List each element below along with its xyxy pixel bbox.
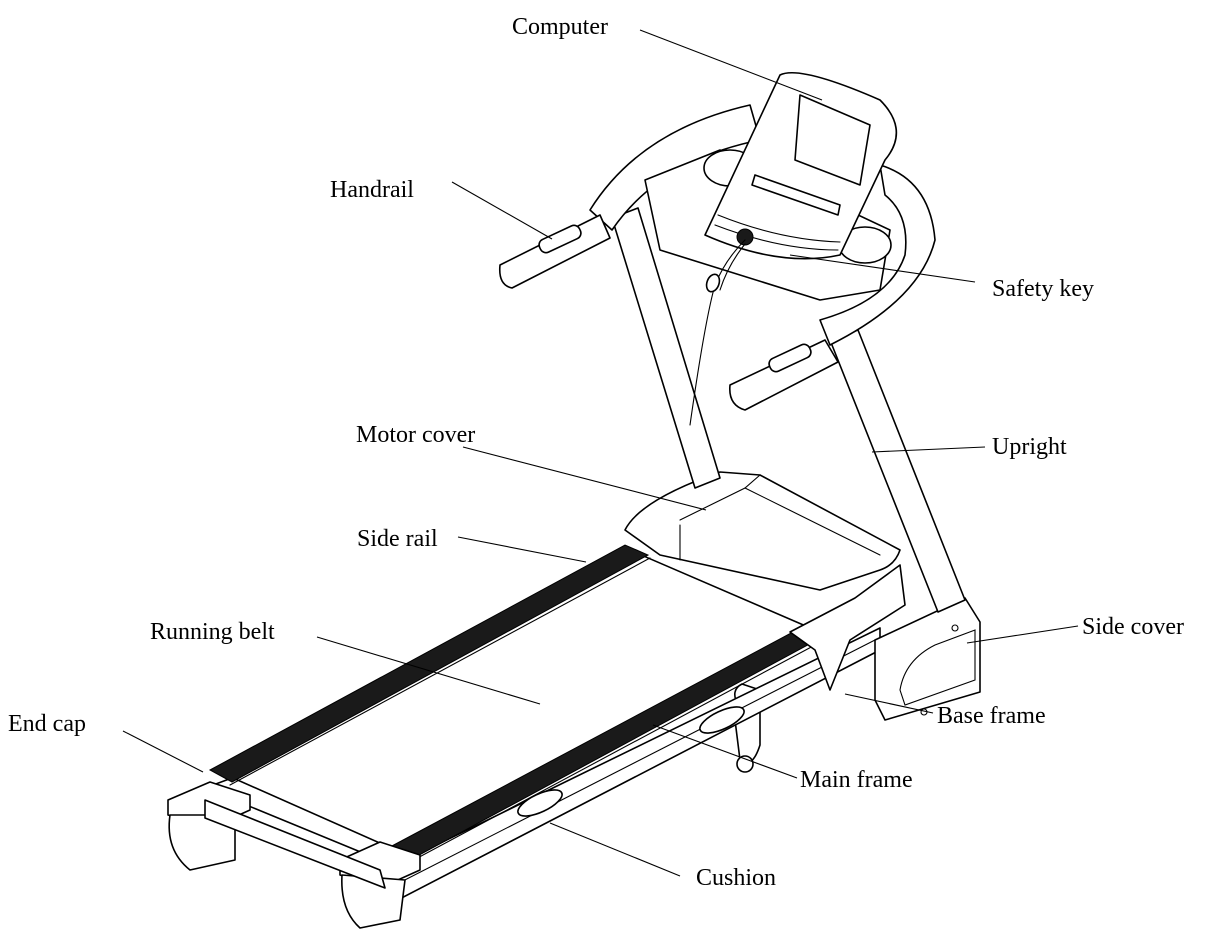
label-end-cap: End cap: [8, 711, 86, 737]
leader-lines: [122, 29, 1079, 877]
cushion: [517, 706, 745, 817]
label-side-rail: Side rail: [357, 526, 438, 552]
label-side-cover: Side cover: [1082, 614, 1184, 640]
label-main-frame: Main frame: [800, 767, 913, 793]
computer: [704, 72, 898, 260]
motor-cover: [624, 471, 901, 591]
side-cover: [874, 597, 981, 721]
label-running-belt: Running belt: [150, 619, 275, 645]
label-safety-key: Safety key: [992, 276, 1094, 302]
label-motor-cover: Motor cover: [356, 422, 476, 448]
motor-housing-side: [789, 564, 906, 691]
label-handrail: Handrail: [330, 177, 414, 203]
safety-key: [689, 228, 754, 426]
rear-roller: [204, 799, 386, 889]
label-base-frame: Base frame: [937, 703, 1046, 729]
label-upright: Upright: [992, 434, 1067, 460]
label-cushion: Cushion: [696, 865, 777, 891]
upright: [611, 207, 966, 613]
label-computer: Computer: [512, 14, 608, 40]
